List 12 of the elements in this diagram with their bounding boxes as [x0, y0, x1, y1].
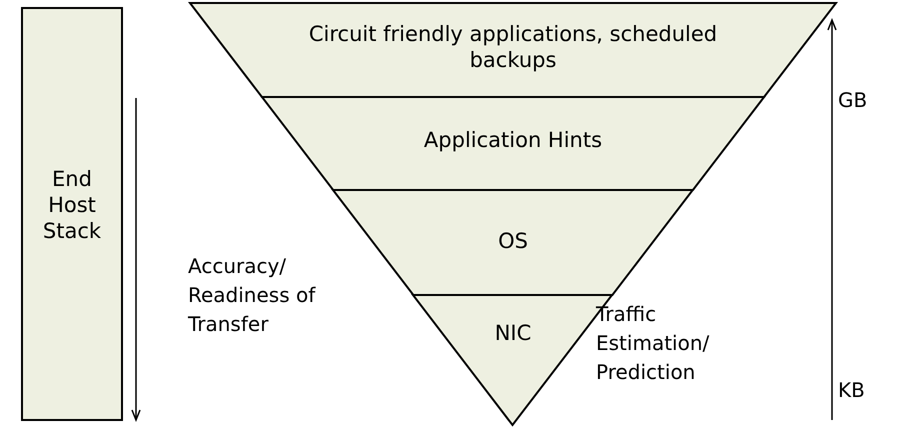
scale-label: GB	[838, 87, 868, 114]
direction-label: Accuracy/ Readiness of Transfer	[188, 253, 317, 338]
scale-label: KB	[838, 377, 866, 404]
trapezoid-band	[190, 3, 836, 97]
direction-label: Traffic Estimation/ Prediction	[596, 301, 710, 386]
trapezoid-band	[333, 190, 693, 295]
trapezoid-band	[262, 97, 764, 190]
layer-label: OS	[497, 228, 529, 254]
stack-label: End Host Stack	[42, 166, 102, 244]
layer-label: Circuit friendly applications, scheduled backups	[308, 21, 718, 73]
stack-box	[22, 8, 122, 420]
layer-label: Application Hints	[422, 127, 604, 153]
